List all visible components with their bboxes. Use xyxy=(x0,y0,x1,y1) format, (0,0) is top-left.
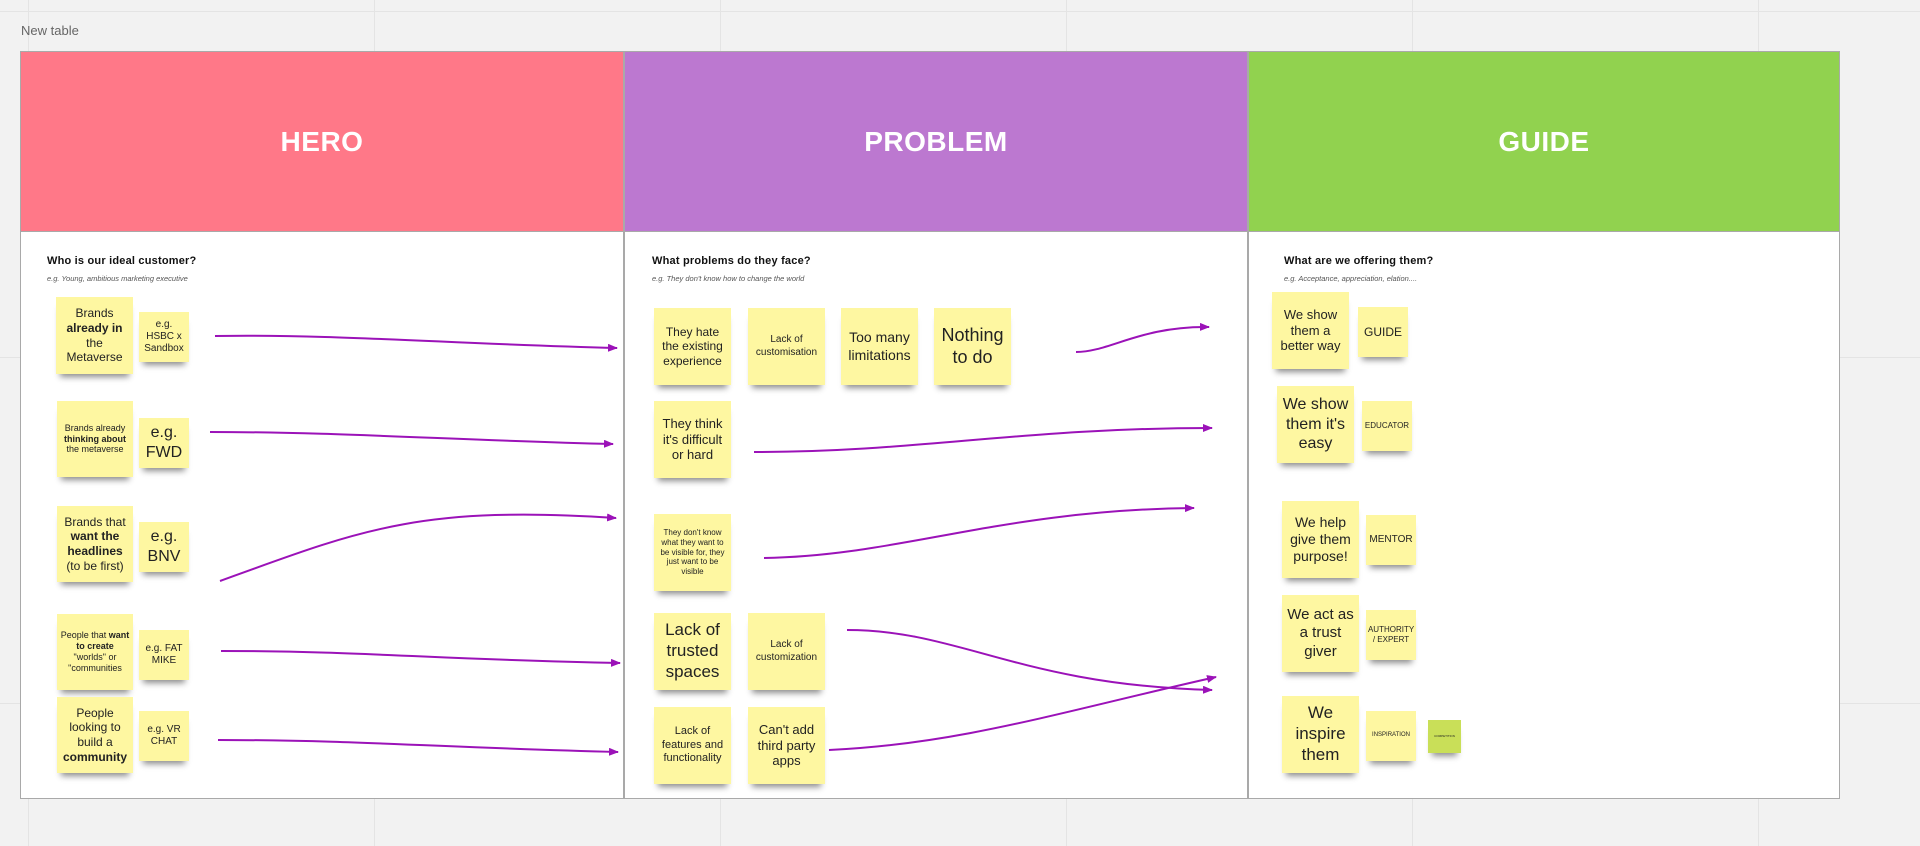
problem-column: PROBLEM What problems do they face? e.g.… xyxy=(623,52,1247,798)
sticky-note-text: Lack of trusted spaces xyxy=(665,620,720,681)
sticky-note-text: Brands already in the Metaverse xyxy=(66,306,123,365)
sticky-note-text: EDUCATOR xyxy=(1364,421,1410,431)
sticky-note-text: Can't add third party apps xyxy=(757,721,816,769)
sticky-note[interactable]: INSPIRATION xyxy=(1366,711,1416,761)
sticky-note[interactable]: e.g. VR CHAT xyxy=(139,711,189,761)
sticky-note[interactable]: Lack of customization xyxy=(748,613,825,690)
sticky-note-text: They hate the existing experience xyxy=(662,324,723,368)
sticky-note[interactable]: Lack of features and functionality xyxy=(654,707,731,784)
sticky-note-text: People looking to build a community xyxy=(62,705,127,764)
sticky-note-text: INSPIRATION xyxy=(1372,732,1410,739)
sticky-note[interactable]: EDUCATOR xyxy=(1362,401,1412,451)
sticky-note[interactable]: Brands that want the headlines (to be fi… xyxy=(57,506,133,582)
sticky-note[interactable]: e.g. FAT MIKE xyxy=(139,630,189,680)
sticky-note[interactable]: They don't know what they want to be vis… xyxy=(654,514,731,591)
sticky-note-text: We act as a trust giver xyxy=(1287,606,1354,660)
sticky-note[interactable]: Nothing to do xyxy=(934,308,1011,385)
problem-header[interactable]: PROBLEM xyxy=(625,52,1247,232)
sticky-note[interactable]: e.g. BNV xyxy=(139,522,189,572)
sticky-note-text: People that want to create "worlds" or "… xyxy=(60,630,130,673)
sticky-note-text: Brands that want the headlines (to be fi… xyxy=(64,514,126,573)
sticky-note-text: They don't know what they want to be vis… xyxy=(660,528,725,577)
sticky-note-green[interactable]: COMPETITION xyxy=(1428,720,1461,753)
sticky-note[interactable]: Brands already thinking about the metave… xyxy=(57,401,133,477)
sticky-note-text: We show them it's easy xyxy=(1282,396,1349,453)
sticky-note[interactable]: Lack of trusted spaces xyxy=(654,613,731,690)
story-table[interactable]: HERO Who is our ideal customer? e.g. You… xyxy=(20,51,1840,799)
guide-header[interactable]: GUIDE xyxy=(1249,52,1839,232)
sticky-note[interactable]: AUTHORITY / EXPERT xyxy=(1366,610,1416,660)
sticky-note[interactable]: e.g. HSBC x Sandbox xyxy=(139,312,189,362)
sticky-note-text: We inspire them xyxy=(1295,703,1346,764)
sticky-note[interactable]: We show them it's easy xyxy=(1277,386,1354,463)
hero-header[interactable]: HERO xyxy=(21,52,623,232)
sticky-note[interactable]: People looking to build a community xyxy=(57,697,133,773)
sticky-note[interactable]: GUIDE xyxy=(1358,307,1408,357)
guide-prompt: What are we offering them? xyxy=(1284,255,1434,267)
sticky-note[interactable]: Brands already in the Metaverse xyxy=(56,297,133,374)
sticky-note-text: Brands already thinking about the metave… xyxy=(64,422,126,455)
problem-example: e.g. They don't know how to change the w… xyxy=(652,274,805,283)
sticky-note-text: We show them a better way xyxy=(1280,306,1341,354)
sticky-note[interactable]: Lack of customisation xyxy=(748,308,825,385)
sticky-note[interactable]: They hate the existing experience xyxy=(654,308,731,385)
sticky-note-text: Lack of customization xyxy=(755,639,818,663)
sticky-note-text: Nothing to do xyxy=(941,324,1004,367)
hero-column: HERO Who is our ideal customer? e.g. You… xyxy=(21,52,623,798)
problem-prompt: What problems do they face? xyxy=(652,255,811,267)
sticky-note[interactable]: e.g. FWD xyxy=(139,418,189,468)
sticky-note-text: Lack of customisation xyxy=(755,334,818,358)
hero-prompt: Who is our ideal customer? xyxy=(47,255,197,267)
sticky-note-text: e.g. HSBC x Sandbox xyxy=(144,318,184,355)
sticky-note-text: Too many limitations xyxy=(848,329,911,363)
sticky-note-text: Lack of features and functionality xyxy=(661,725,724,765)
hero-example: e.g. Young, ambitious marketing executiv… xyxy=(47,274,188,283)
sticky-note[interactable]: We show them a better way xyxy=(1272,292,1349,369)
sticky-note-text: They think it's difficult or hard xyxy=(662,415,723,463)
sticky-note-text: e.g. FAT MIKE xyxy=(145,642,183,666)
guide-example: e.g. Acceptance, appreciation, elation..… xyxy=(1284,274,1418,283)
sticky-note-text: GUIDE xyxy=(1363,324,1402,339)
sticky-note[interactable]: People that want to create "worlds" or "… xyxy=(57,614,133,690)
sticky-note[interactable]: Too many limitations xyxy=(841,308,918,385)
guide-column: GUIDE What are we offering them? e.g. Ac… xyxy=(1247,52,1839,798)
sticky-note-text: e.g. FWD xyxy=(145,424,183,461)
sticky-note[interactable]: We help give them purpose! xyxy=(1282,501,1359,578)
sticky-note[interactable]: We act as a trust giver xyxy=(1282,595,1359,672)
sticky-note-text: e.g. VR CHAT xyxy=(147,723,181,747)
sticky-note[interactable]: MENTOR xyxy=(1366,515,1416,565)
sticky-note[interactable]: We inspire them xyxy=(1282,696,1359,773)
sticky-note[interactable]: Can't add third party apps xyxy=(748,707,825,784)
sticky-note-text: COMPETITION xyxy=(1434,733,1455,738)
sticky-note-text: e.g. BNV xyxy=(147,528,181,565)
sticky-note-text: We help give them purpose! xyxy=(1290,513,1351,565)
sticky-note[interactable]: They think it's difficult or hard xyxy=(654,401,731,478)
sticky-note-text: AUTHORITY / EXPERT xyxy=(1367,625,1415,644)
table-title: New table xyxy=(21,23,79,38)
sticky-note-text: MENTOR xyxy=(1369,533,1413,545)
